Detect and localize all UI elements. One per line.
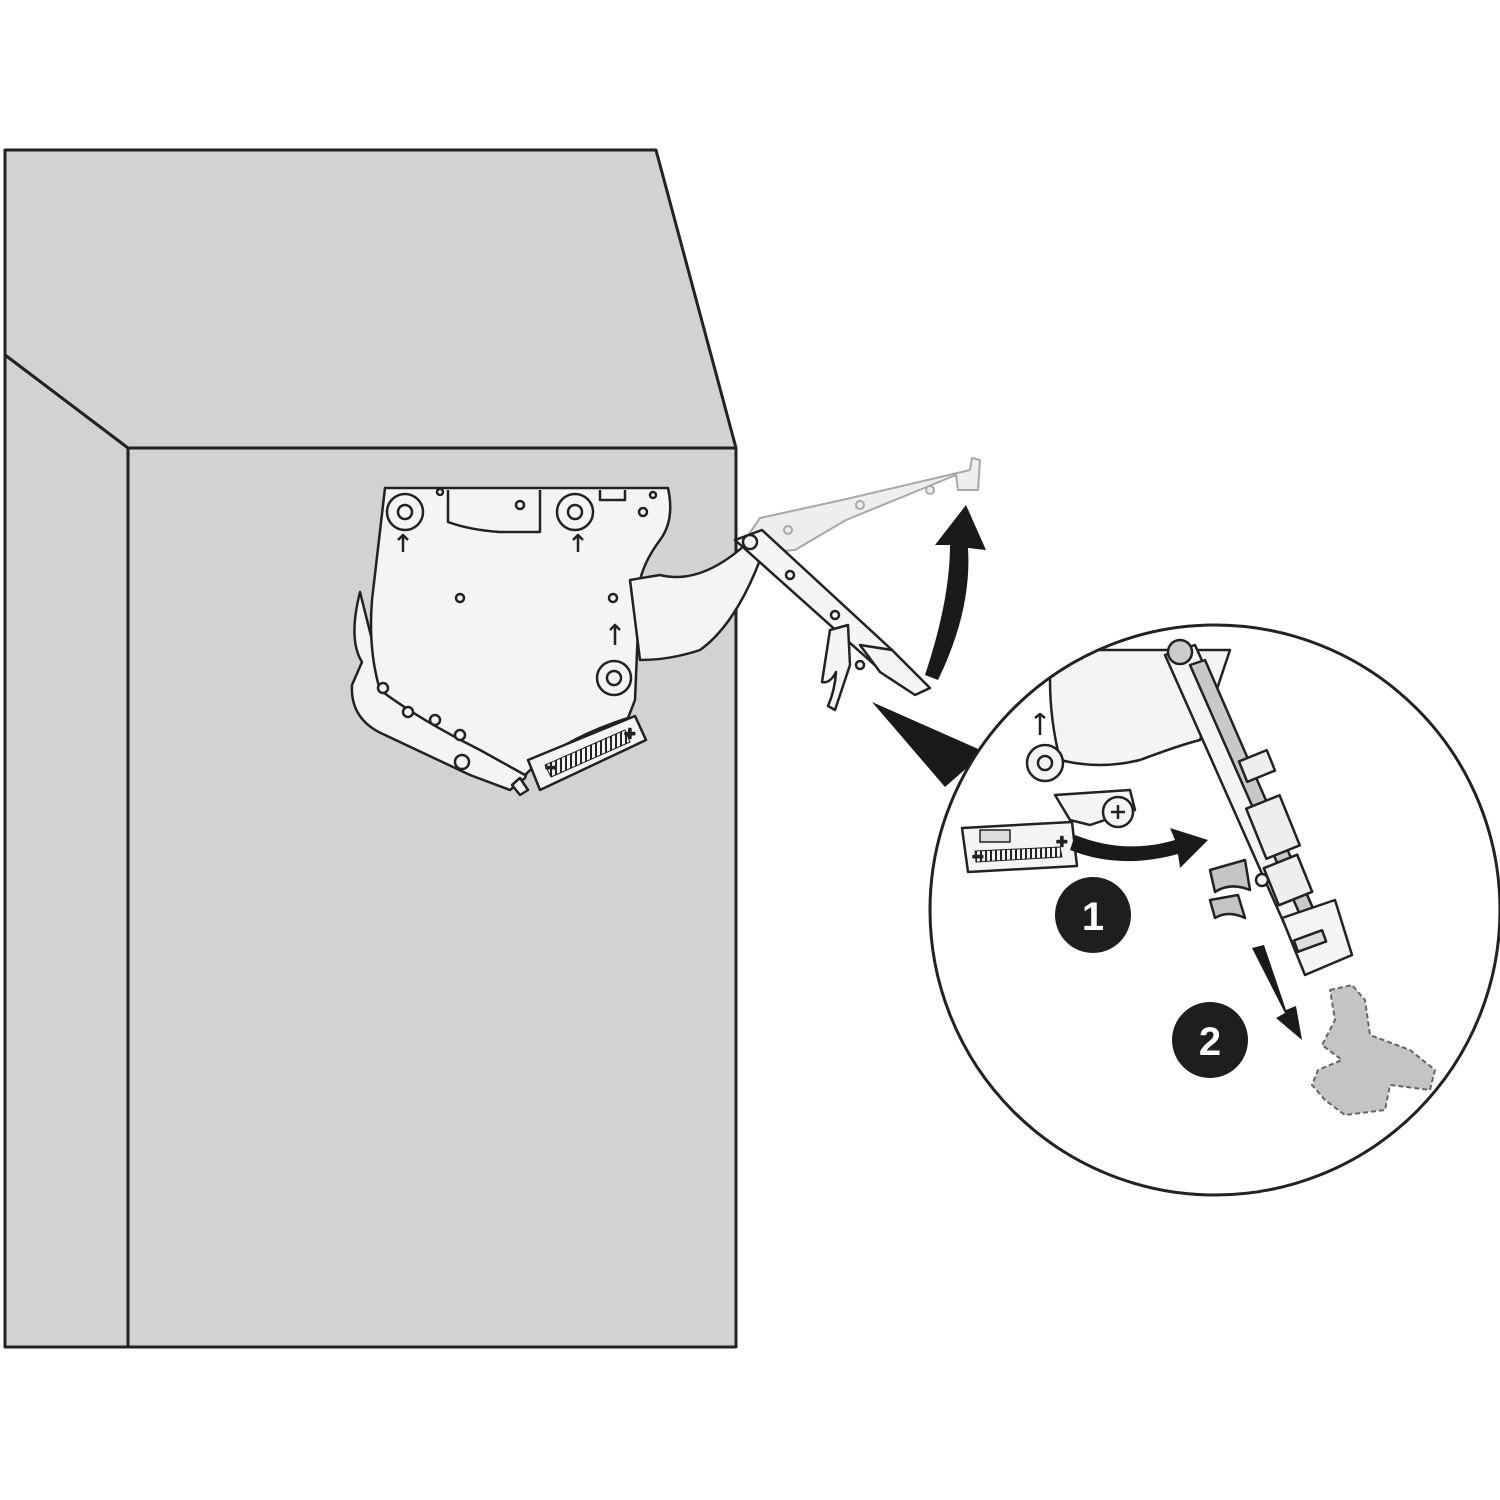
pin-marker [609,623,621,645]
step-badge-1: 1 [1055,877,1131,953]
lift-mechanism: − + [350,457,981,797]
screw-hole [607,592,619,604]
removed-cap-ghost [1311,984,1436,1116]
housing-cutout-right [598,490,627,502]
detail-side-clip [1208,858,1252,894]
pivot-disc-lower [595,659,633,697]
adjustment-screw [1101,795,1135,829]
detail-pin-marker [1034,712,1046,735]
pivot-disc-left [385,492,425,532]
screw-hole [401,705,415,719]
mechanism-front-arm [733,528,932,712]
screw-hole [454,592,466,604]
screw-hole [376,681,390,695]
detail-magnified-view: − + [928,623,1500,1197]
step-label-2: 2 [1199,1020,1221,1064]
screw-hole [648,490,658,500]
rotation-arrow-up [925,505,986,680]
pull-arrow-step-2 [1252,945,1302,1040]
pin-marker [397,533,409,552]
detail-circle-border [928,623,1500,1197]
screw-hole [453,753,471,771]
cabinet-inner-edge [3,353,130,1349]
screw-hole [637,506,649,518]
pin-marker [572,533,584,552]
cabinet-side-top-panel [3,148,738,450]
step-label-1: 1 [1082,895,1104,939]
detail-plus-sign: + [1056,834,1068,850]
adjuster-plus-sign: + [624,726,636,742]
adjuster-minus-sign: − [545,760,557,776]
detail-minus-sign: − [972,849,984,865]
callout-connector [872,702,985,787]
force-adjuster-scale: − + [510,714,648,797]
step-badge-2: 2 [1172,1002,1248,1078]
detail-lift-arm [1163,638,1354,977]
detail-adjuster-scale: − + [960,820,1079,874]
screw-hole [514,499,526,511]
rotation-arrow-step-1 [1070,828,1208,868]
ghost-bracket-open-position [744,457,981,553]
screw-hole [453,728,467,742]
mechanism-connector-band [628,543,762,662]
pivot-disc-right [555,492,595,532]
housing-cutout-center [446,490,542,534]
screw-hole [435,487,445,497]
screw-hole [428,713,442,727]
